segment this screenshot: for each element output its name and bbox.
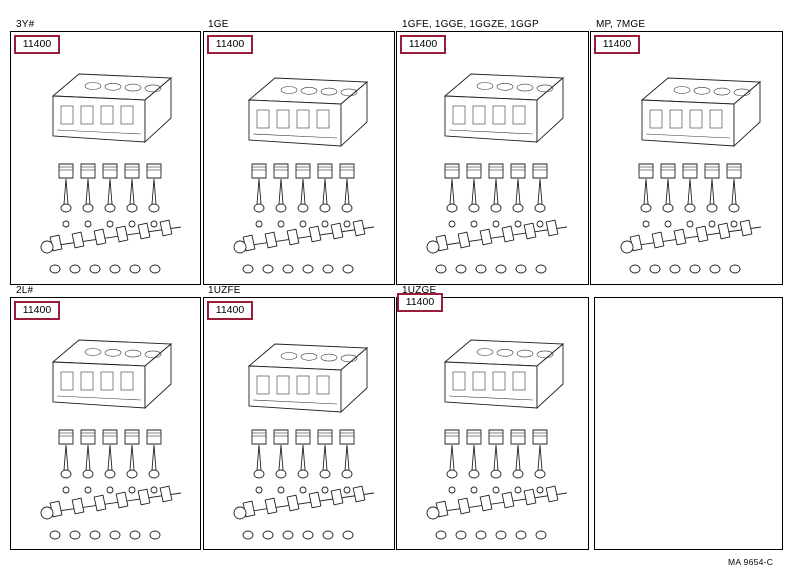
panel-4-title: MP, 7MGE: [596, 19, 646, 30]
panel-2l: 11400: [10, 297, 201, 550]
part-number-badge[interactable]: 11400: [400, 35, 446, 54]
panel-1ge: 11400: [203, 31, 395, 285]
engine-exploded-view-icon: [224, 56, 384, 281]
engine-exploded-view-icon: [417, 56, 577, 281]
part-number-badge[interactable]: 11400: [397, 293, 443, 312]
engine-exploded-view-icon: [31, 56, 191, 281]
panel-2-title: 1GE: [208, 19, 229, 30]
engine-exploded-view-icon: [31, 322, 191, 547]
engine-exploded-view-icon: [417, 322, 577, 547]
panel-mp-7mge: 11400: [590, 31, 783, 285]
engine-exploded-view-icon: [611, 56, 771, 281]
part-number-badge[interactable]: 11400: [594, 35, 640, 54]
part-number-badge[interactable]: 11400: [207, 301, 253, 320]
panel-1-title: 3Y#: [16, 19, 35, 30]
panel-3-title: 1GFE, 1GGE, 1GGZE, 1GGP: [402, 19, 539, 30]
figure-code: MA 9654-C: [728, 557, 774, 567]
panel-7-title: 1UZGE: [402, 285, 437, 296]
part-number-badge[interactable]: 11400: [14, 301, 60, 320]
panel-1gfe: 11400: [396, 31, 589, 285]
panel-empty: [594, 297, 783, 550]
engine-exploded-view-icon: [224, 322, 384, 547]
part-number-badge[interactable]: 11400: [14, 35, 60, 54]
panel-1uzge: 11400: [396, 293, 589, 550]
panel-1uzfe: 11400: [203, 297, 395, 550]
panel-3y: 11400: [10, 31, 201, 285]
part-number-badge[interactable]: 11400: [207, 35, 253, 54]
panel-5-title: 2L#: [16, 285, 34, 296]
panel-6-title: 1UZFE: [208, 285, 241, 296]
